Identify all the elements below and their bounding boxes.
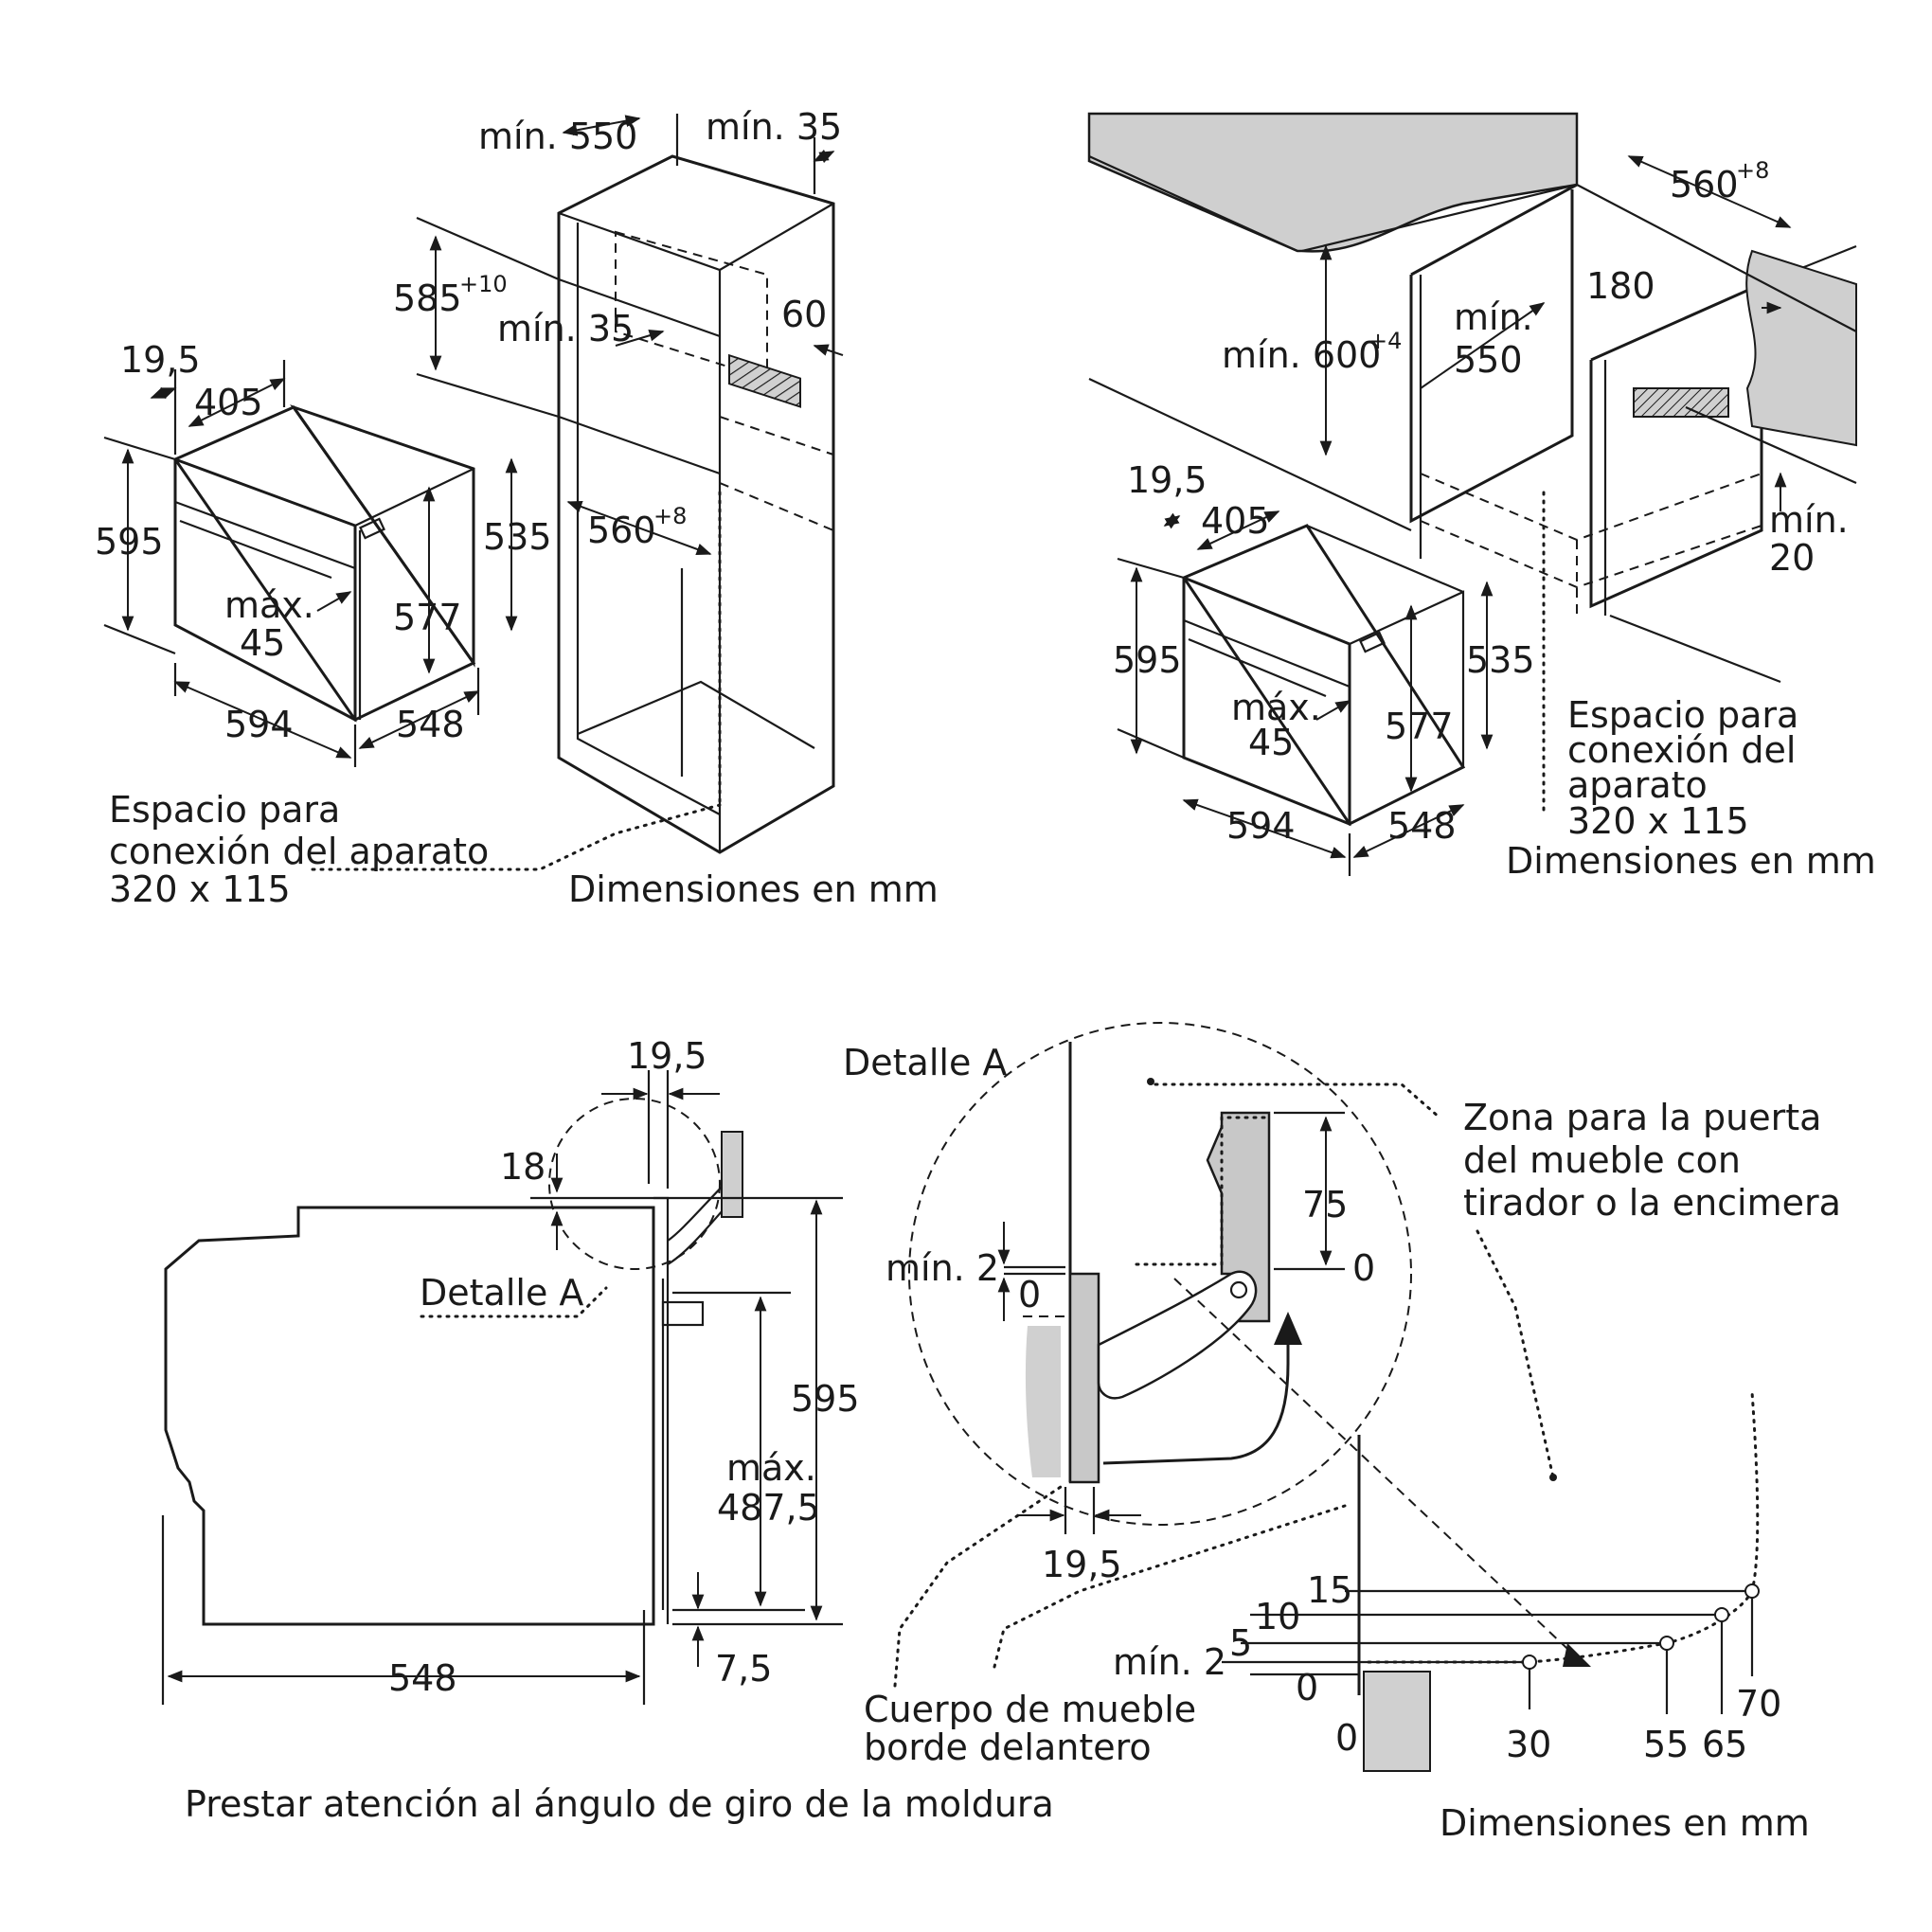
zone-note-l2: del mueble con [1463,1139,1741,1181]
graph-y-0: 0 [1296,1667,1318,1708]
dim-594: 594 [224,704,294,745]
dim-zero-detail-a: 0 [1018,1274,1041,1315]
dim-max487-value: 487,5 [717,1487,820,1529]
dim-min550-value: 550 [1454,339,1523,381]
dim-zero-detail-b: 0 [1352,1247,1375,1289]
tall-cabinet [557,154,835,854]
note-connection-b-l2: conexión del [1567,729,1796,771]
dim-548: 548 [396,704,465,745]
detail-a-ref: Detalle A [420,1272,583,1314]
dim-180: 180 [1586,265,1655,307]
graph-x-55: 55 [1643,1724,1689,1765]
dim-min550-label: mín. [1454,296,1533,338]
dim-560: 560 [587,510,656,551]
dim-min35-mid: mín. 35 [497,308,634,349]
dim-535-b: 535 [1466,639,1535,681]
dim-585-tol: +10 [459,271,508,297]
dim-19-5-b: 19,5 [1127,459,1208,501]
dim-577-b: 577 [1385,706,1454,747]
dim-560-b: 560 [1670,164,1739,206]
dim-560-tol: +8 [653,503,687,529]
graph-y-15: 15 [1307,1569,1352,1611]
note-connection-l1: Espacio para [109,789,340,831]
dim-18: 18 [500,1146,546,1188]
dim-535: 535 [483,516,552,558]
dim-19-5-c: 19,5 [627,1035,707,1077]
dim-548-b: 548 [1387,805,1457,847]
dim-595: 595 [95,521,164,563]
dim-405: 405 [194,382,263,423]
dim-max45-value: 45 [240,622,285,664]
dim-595-c: 595 [791,1378,860,1420]
dim-75: 75 [1302,1184,1348,1225]
units-label-1: Dimensiones en mm [568,868,939,910]
dim-min20-label: mín. [1769,499,1849,541]
dim-548-c: 548 [388,1657,457,1699]
graph-x-0: 0 [1335,1717,1358,1759]
dim-min600: mín. 600 [1222,334,1381,376]
zone-note-l3: tirador o la encimera [1463,1182,1841,1224]
dim-560-b-tol: +8 [1736,157,1769,184]
dim-60: 60 [781,294,827,335]
dim-19-5-detail: 19,5 [1042,1544,1122,1585]
graph-y-min2: mín. 2 [1113,1641,1226,1683]
furniture-body-l2: borde delantero [864,1726,1152,1768]
figure-under-counter: 560 +8 mín. 600 +4 mín. 550 180 mín. 20 … [1087,112,1876,882]
oven-2 [1181,524,1466,827]
graph-x-30: 30 [1506,1724,1551,1765]
note-connection-l3: 320 x 115 [109,868,291,910]
zone-note-l1: Zona para la puerta [1463,1097,1821,1138]
note-connection-b-l3: aparato [1567,764,1708,806]
graph-x-70: 70 [1736,1683,1781,1725]
note-connection-l2: conexión del aparato [109,831,489,872]
note-connection-b-l4: 320 x 115 [1567,800,1749,842]
graph-y-5: 5 [1229,1622,1252,1664]
dim-max45-b-value: 45 [1248,722,1294,763]
dim-594-b: 594 [1226,805,1296,847]
graph-x-65: 65 [1702,1724,1747,1765]
dim-min600-tol: +4 [1368,328,1402,354]
units-label-4: Dimensiones en mm [1440,1802,1810,1844]
dim-405-b: 405 [1201,500,1270,542]
note-connection-b-l1: Espacio para [1567,694,1798,736]
dim-min35-top: mín. 35 [706,106,842,148]
dim-585: 585 [393,277,462,319]
dim-max45-b-label: máx. [1231,687,1321,728]
detail-a-title: Detalle A [843,1042,1007,1083]
graph-y-10: 10 [1255,1596,1300,1637]
caption-molding: Prestar atención al ángulo de giro de la… [185,1783,1054,1825]
dim-max487-label: máx. [726,1447,816,1489]
figure-side-profile: 19,5 18 Detalle A 595 máx. 487,5 7,5 548… [161,1035,1054,1825]
furniture-body-l1: Cuerpo de mueble [864,1689,1196,1730]
dim-595-b: 595 [1113,639,1182,681]
figure-tall-cabinet: mín. 550 mín. 35 585 +10 mín. 35 60 19,5… [95,106,939,910]
dim-7-5: 7,5 [715,1648,772,1690]
units-label-2: Dimensiones en mm [1506,840,1876,882]
dim-min2-detail: mín. 2 [886,1247,999,1289]
dim-577: 577 [393,597,462,638]
dim-min20-value: 20 [1769,537,1815,579]
dim-19-5: 19,5 [120,339,201,381]
dim-max45-label: máx. [224,584,314,626]
figure-detail-a: Detalle A mín. 2 0 75 0 19,5 Zona para l… [843,1022,1841,1844]
dim-min550: mín. 550 [478,116,637,157]
